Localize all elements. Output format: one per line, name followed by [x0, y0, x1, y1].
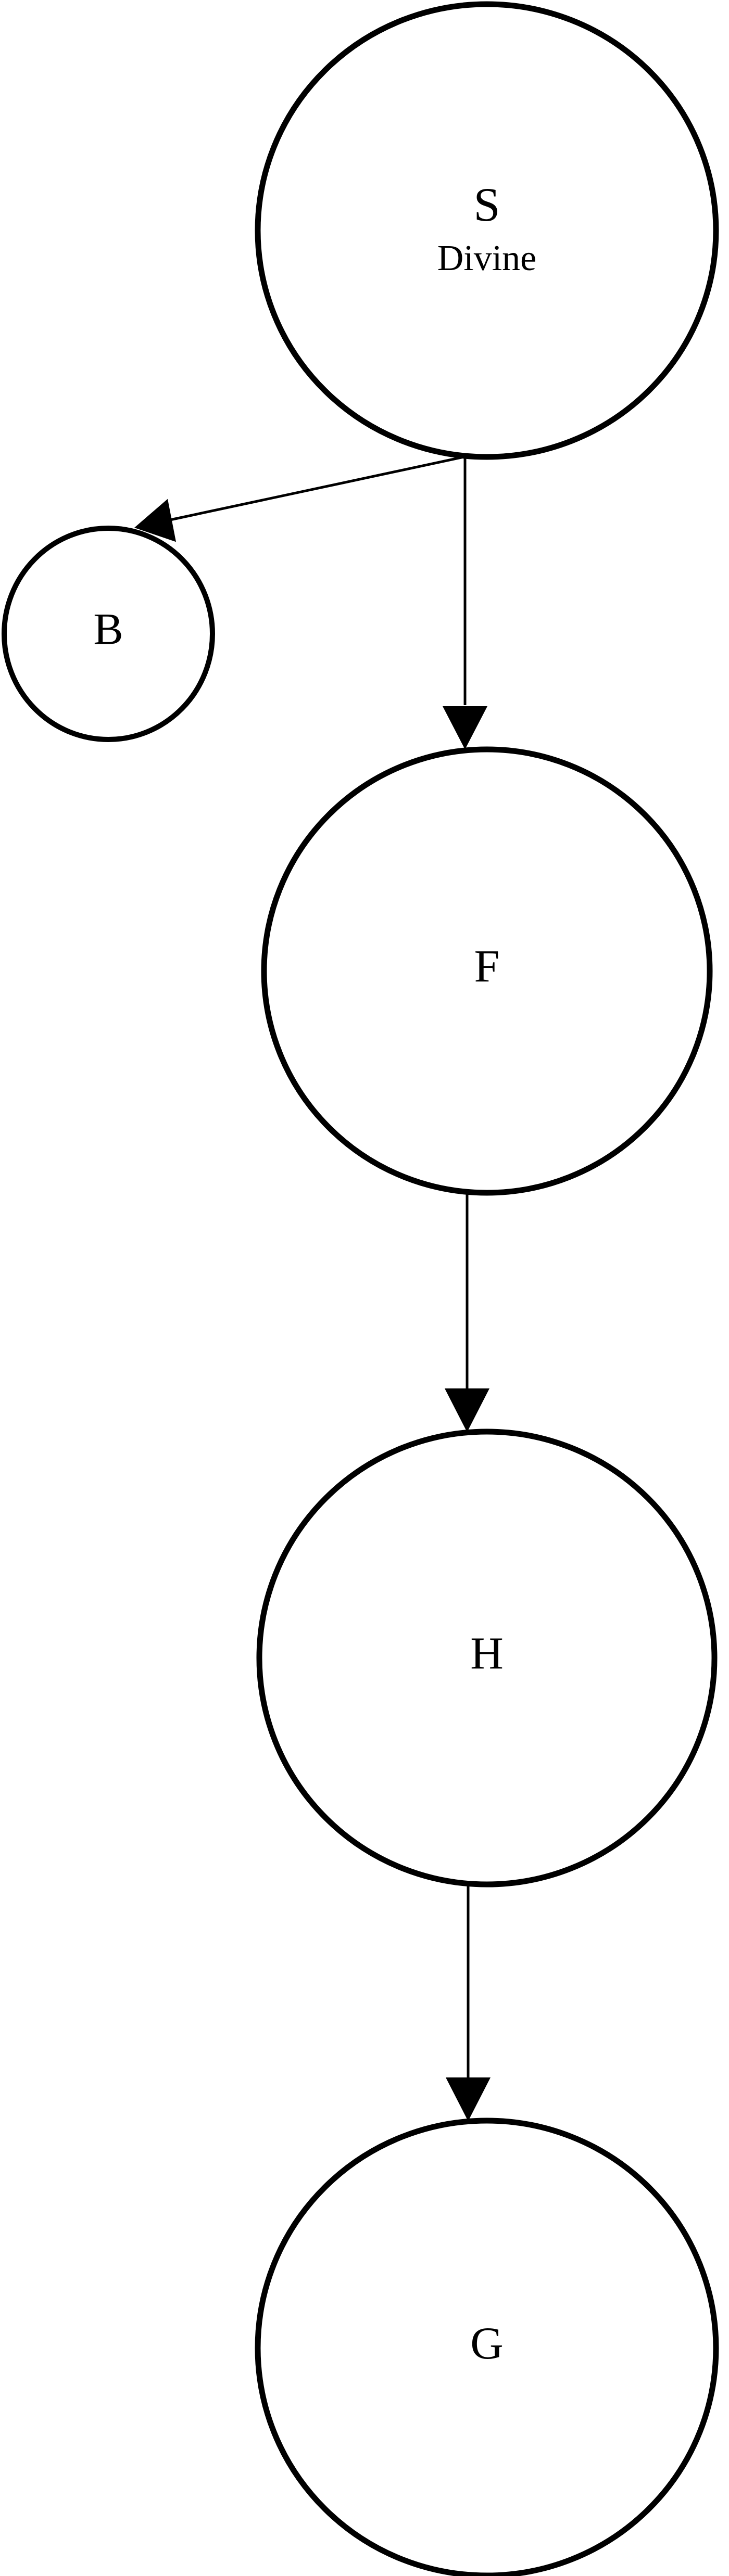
- node-h[interactable]: H: [256, 1429, 718, 1888]
- node-g[interactable]: G: [255, 2118, 719, 2576]
- node-circle-h: [256, 1429, 718, 1888]
- node-label-g: G: [470, 2318, 504, 2369]
- edge-h-to-g[interactable]: [446, 1884, 491, 2121]
- edge-s-to-f[interactable]: [443, 457, 487, 749]
- node-label-h: H: [470, 1628, 504, 1679]
- node-s[interactable]: S Divine: [255, 1, 719, 460]
- node-label-s: S: [473, 178, 500, 231]
- node-label-f: F: [474, 941, 500, 992]
- arrowhead-icon: [446, 2077, 491, 2121]
- node-label-b: B: [93, 604, 123, 654]
- node-circle-s: [255, 1, 719, 460]
- edges-layer: [134, 455, 491, 2121]
- arrowhead-icon: [445, 1388, 489, 1432]
- node-circle-g: [255, 2118, 719, 2576]
- node-b[interactable]: B: [2, 526, 215, 742]
- node-sublabel-s: Divine: [437, 238, 537, 278]
- node-circle-b: [2, 526, 215, 742]
- edge-line: [167, 455, 464, 522]
- arrowhead-icon: [443, 706, 487, 749]
- node-circle-f: [261, 746, 713, 1196]
- edge-f-to-h[interactable]: [445, 1193, 489, 1432]
- arrowhead-icon: [134, 499, 177, 542]
- edge-s-to-b[interactable]: [134, 455, 464, 542]
- node-f[interactable]: F: [261, 746, 713, 1196]
